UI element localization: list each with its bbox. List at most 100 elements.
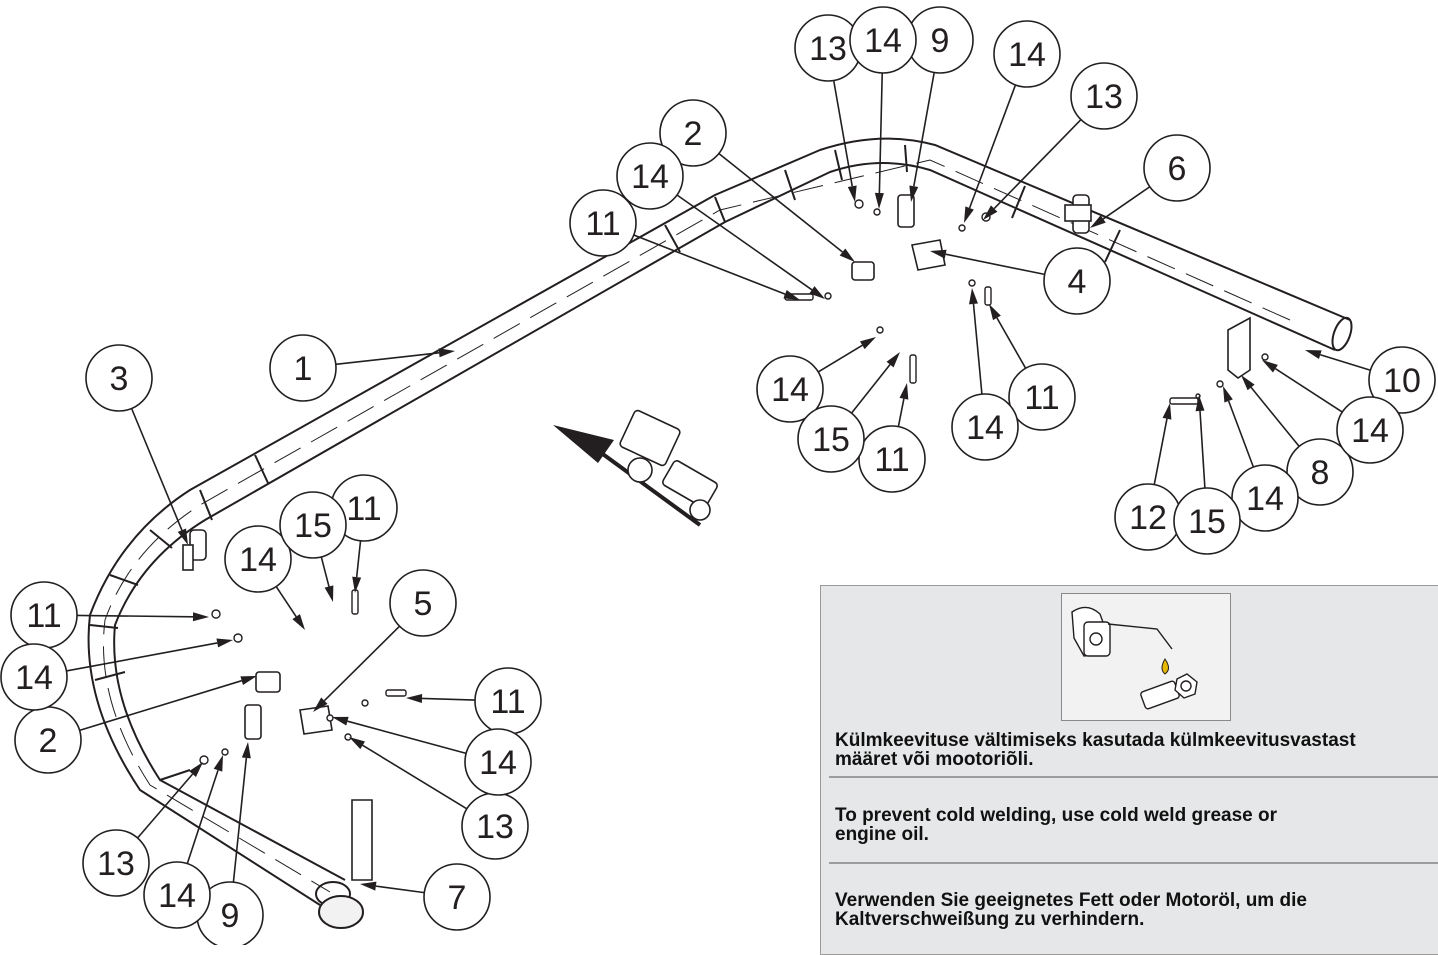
callout-number: 15 — [1188, 503, 1226, 541]
callout-number: 14 — [1246, 480, 1284, 518]
callout-number: 14 — [1351, 412, 1389, 450]
leader-line — [335, 351, 440, 366]
leader-arrowhead — [1162, 403, 1172, 420]
callout-number: 14 — [966, 409, 1004, 447]
callout-bubble — [616, 142, 684, 210]
divider — [829, 776, 1438, 778]
leader-line — [1320, 353, 1371, 372]
callout-bubble — [143, 861, 211, 929]
leader-arrowhead — [189, 762, 203, 778]
leader-line — [850, 364, 891, 414]
leader-line — [718, 152, 843, 253]
callout-number: 14 — [15, 659, 53, 697]
leader-line — [232, 757, 248, 883]
callout-bubble — [849, 6, 917, 74]
leader-line — [76, 614, 194, 618]
leader-line — [66, 642, 218, 672]
callout-bubble — [224, 525, 292, 593]
callout-bubble — [1143, 134, 1211, 202]
leader-arrowhead — [983, 205, 998, 220]
leader-arrowhead — [241, 742, 251, 759]
travel-direction-indicator — [553, 409, 718, 527]
leader-line — [362, 744, 468, 810]
callout-number: 1 — [294, 350, 313, 388]
callout-bubble — [1336, 396, 1404, 464]
callout-number: 12 — [1129, 499, 1167, 537]
brackets-and-hardware — [182, 194, 1251, 881]
leader-line — [1250, 386, 1300, 447]
leader-line — [1102, 186, 1151, 220]
oil-can-bolt-lubrication-icon — [1061, 593, 1231, 721]
callout-bubble — [1173, 487, 1241, 555]
callout-bubble — [1070, 62, 1138, 130]
leader-line — [1227, 400, 1255, 468]
callout-number: 11 — [1024, 379, 1059, 417]
callout-bubble — [1008, 363, 1076, 431]
leader-arrowhead — [847, 185, 857, 202]
callout-bubble — [797, 405, 865, 473]
callout-number: 14 — [158, 877, 196, 915]
callout-number: 9 — [931, 22, 950, 60]
leader-line — [945, 253, 1045, 276]
leader-line — [968, 84, 1017, 209]
callout-number: 11 — [26, 597, 61, 635]
handrail-tube — [87, 137, 1353, 929]
leader-line — [817, 344, 863, 373]
callout-bubble — [464, 728, 532, 796]
callout-number: 2 — [684, 115, 703, 153]
leader-arrowhead — [783, 289, 800, 300]
leader-arrowhead — [899, 383, 909, 400]
leader-line — [832, 80, 854, 187]
note-text-english: To prevent cold welding, use cold weld g… — [835, 805, 1278, 845]
callout-number: 5 — [414, 585, 433, 623]
leader-line — [186, 769, 219, 864]
leader-arrowhead — [886, 352, 900, 368]
callout-bubble — [1231, 464, 1299, 532]
callout-bubble — [756, 355, 824, 423]
callout-number: 14 — [479, 744, 517, 782]
callout-leaders — [66, 72, 1371, 894]
callout-number: 11 — [874, 441, 909, 479]
leader-arrowhead — [859, 337, 876, 350]
callout-number: 10 — [1383, 362, 1421, 400]
leader-line — [136, 773, 194, 839]
leader-line — [1153, 418, 1168, 485]
note-text-estonian: Külmkeevituse vältimiseks kasutada külmk… — [835, 730, 1356, 770]
leader-arrowhead — [438, 348, 455, 358]
callout-number: 13 — [97, 845, 135, 883]
callout-number: 13 — [809, 30, 847, 68]
callout-bubble — [659, 99, 727, 167]
callout-number: 4 — [1068, 263, 1087, 301]
callout-number: 15 — [812, 421, 850, 459]
leader-arrowhead — [909, 185, 919, 202]
callout-bubble — [389, 569, 457, 637]
leader-line — [320, 556, 330, 587]
callout-bubble — [269, 334, 337, 402]
leader-arrowhead — [1262, 360, 1278, 373]
leader-line — [275, 586, 297, 618]
leader-line — [130, 408, 183, 531]
leader-arrowhead — [930, 249, 947, 259]
leader-line — [375, 885, 425, 894]
callout-number: 3 — [110, 360, 129, 398]
callout-number: 11 — [346, 490, 381, 528]
leader-arrowhead — [809, 286, 825, 299]
callout-number: 6 — [1168, 150, 1187, 188]
note-text-german: Verwenden Sie geeignetes Fett oder Motor… — [835, 890, 1307, 930]
callout-number: 7 — [448, 879, 467, 917]
callout-bubble — [1043, 247, 1111, 315]
leader-arrowhead — [216, 638, 233, 648]
leader-line — [913, 72, 935, 187]
callout-bubble — [85, 344, 153, 412]
callout-number: 14 — [771, 371, 809, 409]
leader-arrowhead — [1241, 375, 1255, 391]
leader-arrowhead — [1195, 395, 1205, 412]
callout-number: 13 — [1085, 78, 1123, 116]
callout-number: 11 — [490, 683, 525, 721]
leader-arrowhead — [213, 755, 223, 772]
callout-number: 14 — [1008, 36, 1046, 74]
leader-line — [355, 540, 362, 578]
leader-arrowhead — [989, 304, 1001, 321]
leader-arrowhead — [324, 585, 334, 602]
